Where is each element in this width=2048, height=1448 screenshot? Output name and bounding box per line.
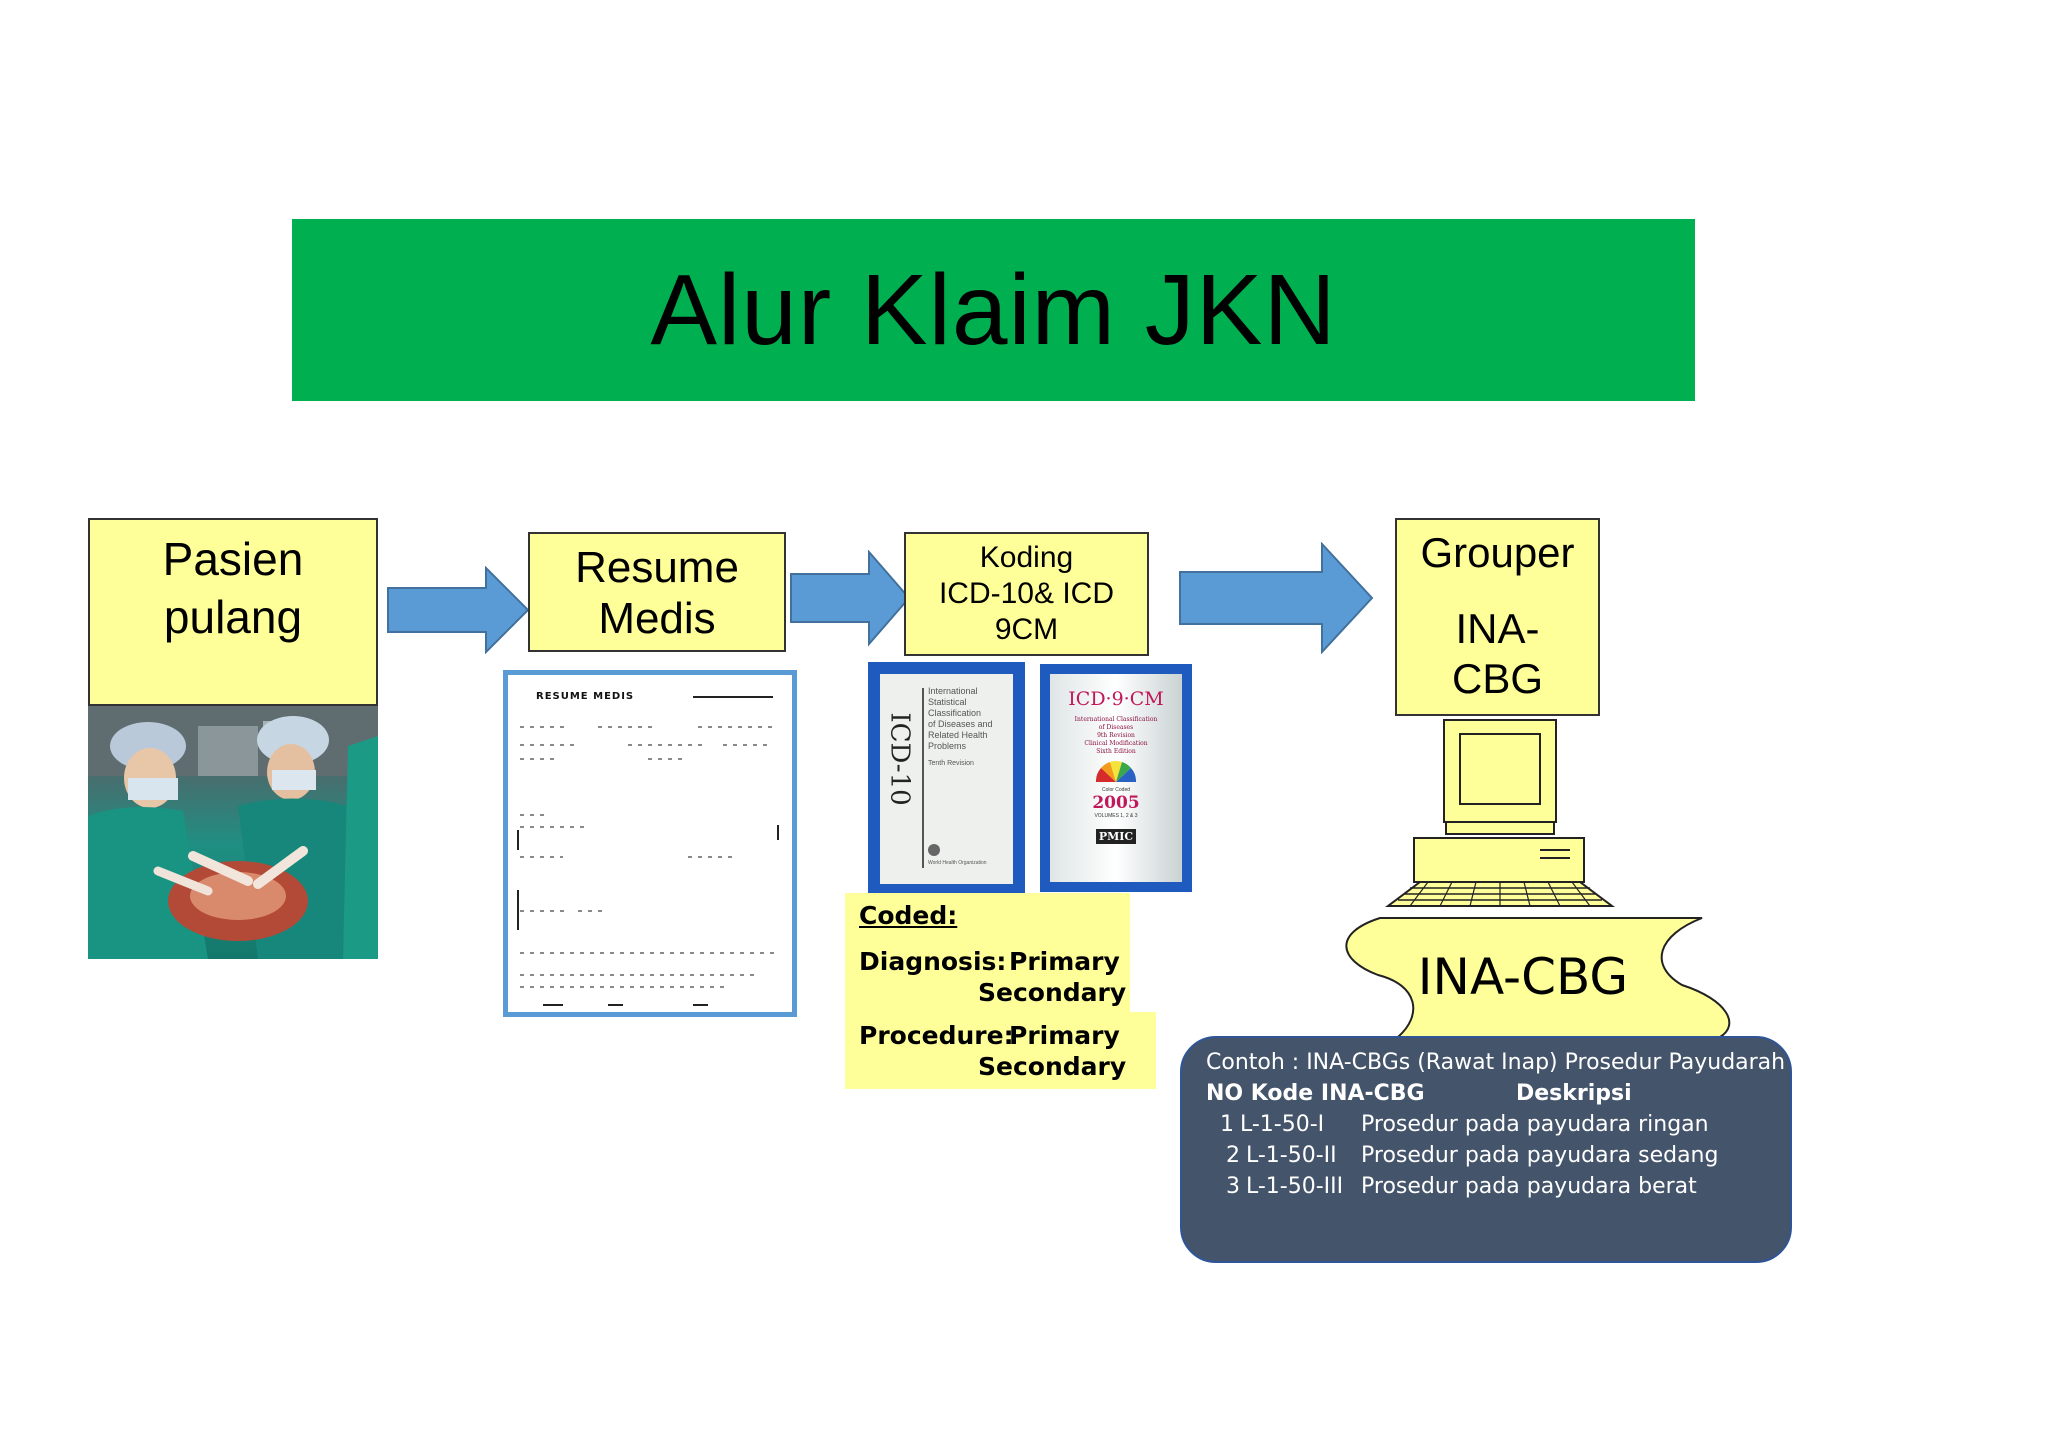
step-resume-line2: Medis bbox=[598, 594, 716, 643]
example-row-deskripsi: Prosedur pada payudara ringan bbox=[1361, 1112, 1709, 1137]
color-wheel-icon bbox=[1095, 761, 1137, 782]
example-row-no: 2 bbox=[1226, 1143, 1240, 1168]
icd9-subtitle: International Classification of Diseases… bbox=[1050, 716, 1182, 756]
step-pasien-line2: pulang bbox=[163, 591, 303, 643]
step-grouper-line2: INA- bbox=[1455, 605, 1540, 652]
step-grouper-line3: CBG bbox=[1451, 655, 1543, 702]
icd10-spine-wrap: ICD-10 bbox=[882, 684, 918, 834]
procedure-secondary: Secondary bbox=[978, 1052, 1127, 1081]
icd9cm-book-cover: ICD·9·CM International Classification of… bbox=[1040, 664, 1192, 892]
icd9-title: ICD·9·CM bbox=[1068, 688, 1164, 710]
icd10-publisher: World Health Organization bbox=[928, 860, 987, 866]
step-resume-line1: Resume bbox=[575, 543, 739, 592]
icd9-subtitle-line: Clinical Modification bbox=[1084, 740, 1148, 747]
example-header-deskripsi: Deskripsi bbox=[1516, 1081, 1632, 1106]
example-row-kode: L-1-50-I bbox=[1240, 1112, 1325, 1137]
step-koding-line1: Koding bbox=[979, 541, 1074, 574]
icd10-book-cover: ICD-10 International Statistical Classif… bbox=[868, 662, 1025, 896]
icd10-revision: Tenth Revision bbox=[928, 760, 974, 767]
example-header-kode: NO Kode INA-CBG bbox=[1206, 1081, 1425, 1106]
flow-arrow-2 bbox=[790, 550, 911, 647]
icd10-cover-text: International Statistical Classification… bbox=[928, 686, 993, 769]
coded-box-extension bbox=[1128, 1012, 1156, 1089]
resume-doc-form-lines bbox=[517, 696, 779, 1006]
example-row-deskripsi: Prosedur pada payudara sedang bbox=[1361, 1143, 1719, 1168]
icd9-subtitle-line: Sixth Edition bbox=[1096, 748, 1136, 755]
example-row-kode: L-1-50-III bbox=[1246, 1174, 1344, 1199]
procedure-primary: Primary bbox=[1009, 1021, 1120, 1050]
icd9-publisher-logo: PMIC bbox=[1095, 829, 1137, 844]
step-grouper-line1: Grouper bbox=[1420, 529, 1575, 576]
step-pasien-pulang: Pasien pulang bbox=[88, 518, 378, 706]
flow-arrow-3 bbox=[1179, 542, 1374, 654]
example-row-no: 3 bbox=[1226, 1174, 1240, 1199]
diagnosis-label: Diagnosis: bbox=[859, 947, 1007, 976]
surgery-photo bbox=[88, 706, 378, 959]
surgery-illustration bbox=[88, 706, 378, 959]
icd9-subtitle-line: of Diseases bbox=[1098, 724, 1134, 731]
coded-heading: Coded: bbox=[859, 901, 958, 930]
icd10-text-line: Statistical bbox=[928, 697, 967, 707]
inacbg-example-panel: Contoh : INA-CBGs (Rawat Inap) Prosedur … bbox=[1180, 1036, 1792, 1263]
step-koding-line3: 9CM bbox=[994, 613, 1059, 646]
icd9-subtitle-line: International Classification bbox=[1074, 716, 1158, 723]
resume-medis-document: RESUME MEDIS bbox=[503, 670, 797, 1017]
icd10-divider bbox=[922, 688, 924, 868]
procedure-label: Procedure: bbox=[859, 1021, 1014, 1050]
icd10-text-line: Related Health bbox=[928, 730, 988, 740]
icd9-volumes: VOLUMES 1, 2 & 3 bbox=[1094, 813, 1138, 819]
step-grouper: Grouper INA- CBG bbox=[1395, 518, 1600, 716]
diagnosis-secondary: Secondary bbox=[978, 978, 1127, 1007]
icd10-spine-title: ICD-10 bbox=[885, 712, 915, 806]
diagnosis-primary: Primary bbox=[1009, 947, 1120, 976]
step-pasien-line1: Pasien bbox=[162, 533, 304, 585]
icd9-year: 2005 bbox=[1092, 793, 1140, 813]
step-koding-line2: ICD-10& ICD bbox=[938, 577, 1115, 610]
inacbg-banner-label: INA-CBG bbox=[1417, 948, 1629, 1006]
icd10-text-line: Classification bbox=[928, 708, 982, 718]
step-resume-medis: Resume Medis bbox=[528, 532, 786, 652]
icd10-text-line: of Diseases and bbox=[928, 719, 993, 729]
example-row-no: 1 bbox=[1220, 1112, 1234, 1137]
example-row-kode: L-1-50-II bbox=[1246, 1143, 1337, 1168]
icd10-text-line: Problems bbox=[928, 741, 967, 751]
icd9-subtitle-line: 9th Revision bbox=[1097, 732, 1135, 739]
who-logo-icon bbox=[928, 844, 940, 856]
flow-arrow-1 bbox=[387, 566, 530, 654]
resume-doc-heading: RESUME MEDIS bbox=[536, 691, 635, 702]
icd10-text-line: International bbox=[928, 686, 978, 696]
icd9-color-coded: Color Coded bbox=[1101, 787, 1131, 793]
coded-box: Coded: Diagnosis: Primary Secondary Proc… bbox=[845, 893, 1130, 1089]
example-row-deskripsi: Prosedur pada payudara berat bbox=[1361, 1174, 1697, 1199]
step-koding: Koding ICD-10& ICD 9CM bbox=[904, 532, 1149, 656]
computer-icon bbox=[1385, 719, 1615, 907]
title-banner: Alur Klaim JKN bbox=[292, 219, 1695, 401]
example-caption: Contoh : INA-CBGs (Rawat Inap) Prosedur … bbox=[1206, 1050, 1786, 1075]
page-title: Alur Klaim JKN bbox=[650, 253, 1337, 366]
